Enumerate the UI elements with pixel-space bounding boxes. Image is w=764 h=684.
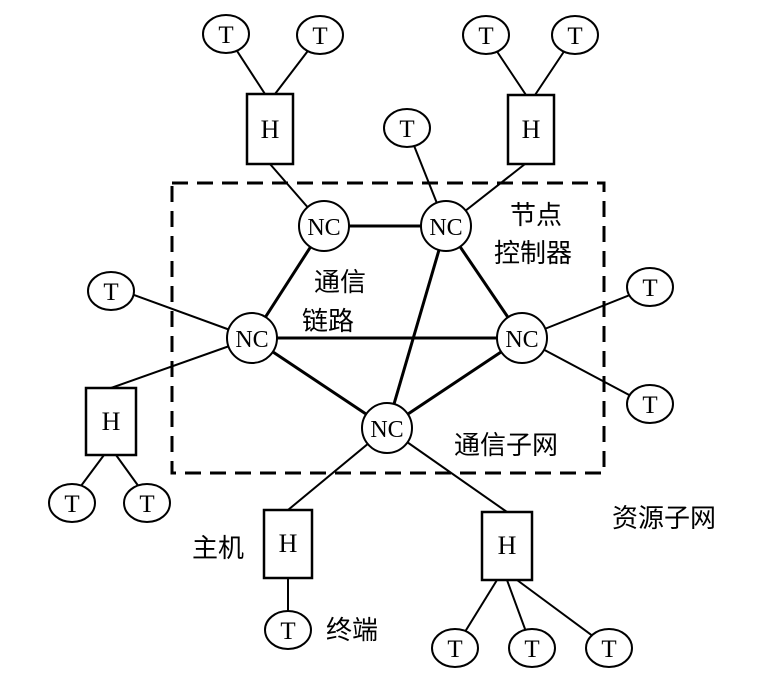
terminal-label: T: [312, 23, 327, 50]
host-label: H: [498, 531, 517, 560]
terminal-text-label: 终端: [326, 616, 378, 646]
node-controller-label-line2: 控制器: [494, 239, 572, 269]
resource-subnet-label: 资源子网: [612, 504, 716, 534]
terminal-label: T: [601, 636, 616, 663]
terminal-label: T: [642, 275, 657, 302]
host-top-left: H: [245, 92, 295, 166]
terminal-label: T: [103, 279, 118, 306]
terminal: T: [626, 267, 674, 307]
nc-top-right: NC: [420, 200, 472, 252]
terminals: T T T T T T T T: [48, 14, 674, 668]
host-bottom-right: H: [480, 510, 534, 582]
terminal: T: [508, 628, 556, 668]
terminal-label: T: [399, 116, 414, 143]
terminal-label: T: [524, 636, 539, 663]
comm-subnet-boundary: [170, 181, 606, 475]
terminal-label: T: [567, 23, 582, 50]
connections: [71, 33, 651, 649]
terminal: T: [87, 271, 135, 311]
host-text-label: 主机: [192, 534, 244, 564]
terminal: T: [48, 483, 96, 523]
host-left: H: [84, 386, 138, 457]
terminal: T: [551, 15, 599, 55]
terminal: T: [123, 483, 171, 523]
nc-left: NC: [226, 312, 278, 364]
host-label: H: [522, 115, 541, 144]
nc-label: NC: [235, 327, 268, 353]
terminal: T: [431, 628, 479, 668]
host-label: H: [102, 407, 121, 436]
terminal-label: T: [139, 491, 154, 518]
terminal-label: T: [64, 491, 79, 518]
terminal: T: [296, 15, 344, 55]
terminal: T: [264, 610, 312, 650]
nc-label: NC: [505, 327, 538, 353]
comm-subnet-label: 通信子网: [454, 431, 558, 461]
terminal-label: T: [478, 23, 493, 50]
comm-link-label-line1: 通信: [314, 268, 366, 298]
terminal: T: [462, 15, 510, 55]
nc-label: NC: [370, 417, 403, 443]
terminal-label: T: [447, 636, 462, 663]
terminal: T: [585, 628, 633, 668]
host-top-right: H: [506, 93, 556, 166]
terminal-label: T: [642, 392, 657, 419]
comm-link-label-line2: 链路: [302, 307, 354, 337]
terminal: T: [383, 108, 431, 148]
node-controller-label-line1: 节点: [510, 201, 562, 231]
host-label: H: [261, 115, 280, 144]
terminal-label: T: [280, 618, 295, 645]
nc-top-left: NC: [298, 200, 350, 252]
nc-label: NC: [429, 215, 462, 241]
terminal: T: [626, 384, 674, 424]
nc-right: NC: [496, 312, 548, 364]
nc-bottom: NC: [361, 402, 413, 454]
terminal-label: T: [218, 22, 233, 49]
terminal: T: [202, 14, 250, 54]
host-bottom-center: H: [262, 508, 314, 580]
host-label: H: [279, 529, 298, 558]
nc-label: NC: [307, 215, 340, 241]
